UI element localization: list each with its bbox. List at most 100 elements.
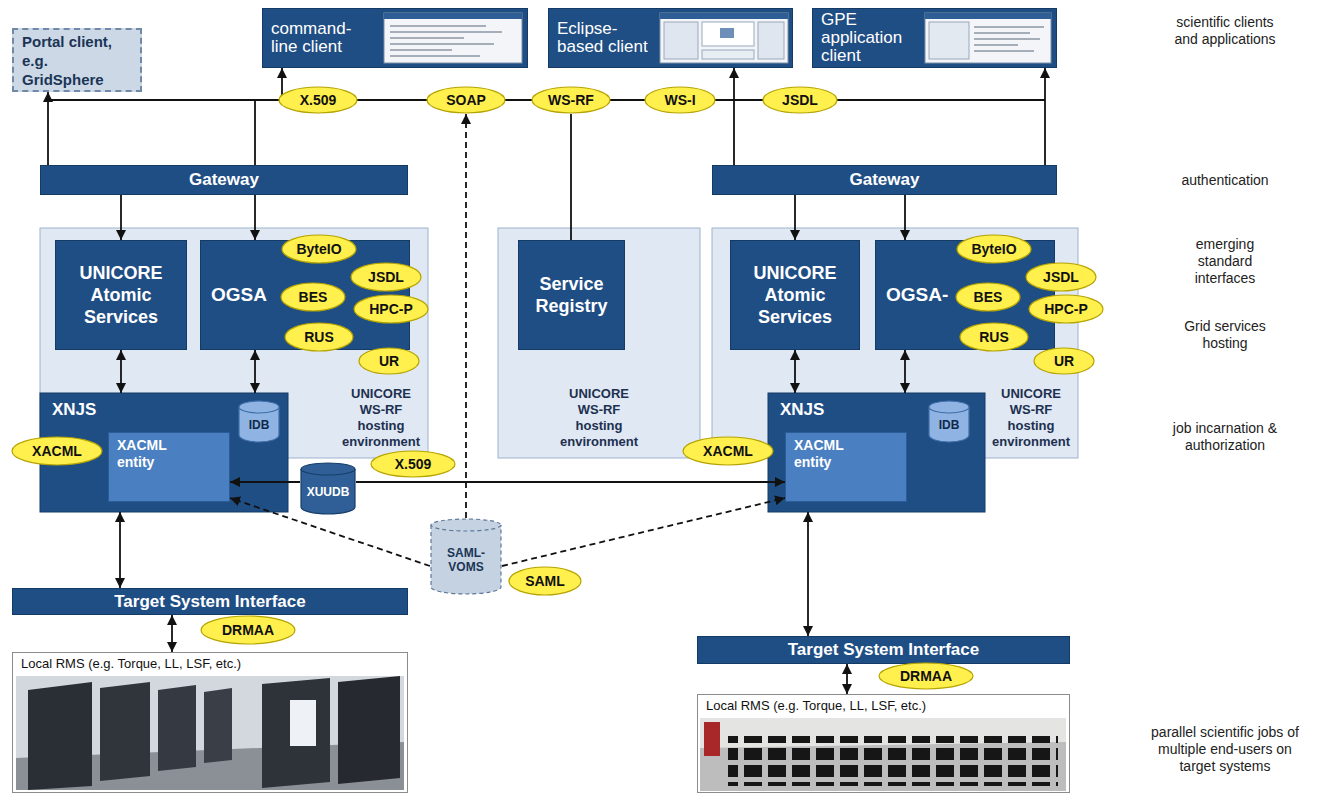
node-text: ByteIO: [971, 241, 1016, 257]
screenshot-titlebar: [384, 13, 522, 19]
connector-arrow: [807, 512, 809, 636]
standard-oval: SOAP: [426, 86, 506, 114]
layer-caption: Grid services hosting: [1175, 318, 1275, 352]
oval-shape: [1026, 263, 1096, 291]
node-text: UNICORE WS-RF hosting environment: [556, 386, 642, 450]
service-box: UNICORE Atomic Services: [730, 240, 860, 350]
rack: [338, 676, 400, 784]
node-text: BES: [299, 289, 328, 305]
layer-caption-box: scientific clients and applications: [1165, 14, 1285, 48]
node-text: OGSA-: [886, 284, 948, 306]
node-text: DRMAA: [900, 668, 952, 684]
node-text: Service Registry: [523, 273, 620, 317]
cylinder-top: [239, 401, 279, 413]
layer-caption-box: job incarnation & authorization: [1160, 420, 1290, 454]
connector-arrow: [570, 114, 572, 240]
node-text: HPC-P: [369, 301, 413, 317]
standard-oval: DRMAA: [878, 662, 974, 690]
oval-shape: [354, 295, 428, 323]
oval-shape: [285, 323, 353, 351]
interface-bar: Target System Interface: [697, 636, 1070, 664]
node-text: HPC-P: [1044, 301, 1088, 317]
node-text: SOAP: [446, 92, 486, 108]
standard-oval: UR: [358, 347, 420, 375]
layer-caption: job incarnation & authorization: [1160, 420, 1290, 454]
connector-arrow: [254, 350, 256, 393]
connector-arrow: [120, 195, 122, 240]
hosting-panel: UNICORE WS-RF hosting environment Service…: [498, 228, 700, 458]
node-text: X.509: [300, 92, 337, 108]
oval-shape: [201, 616, 295, 644]
node-text: JSDL: [1043, 269, 1079, 285]
node-text: IDB: [249, 418, 270, 432]
standard-oval: BES: [955, 282, 1021, 312]
standard-oval: JSDL: [350, 262, 422, 292]
layer-caption: parallel scientific jobs of multiple end…: [1140, 724, 1310, 775]
supercomputer-photo: [16, 676, 404, 790]
node-text: IDB: [939, 418, 960, 432]
oval-shape: [359, 348, 419, 374]
rack: [204, 688, 232, 763]
screenshot-pane: [664, 22, 698, 59]
standard-oval: UR: [1033, 347, 1095, 375]
oval-shape: [683, 437, 773, 465]
layer-caption-box: emerging standard interfaces: [1175, 236, 1275, 287]
connector-arrow: [904, 195, 906, 240]
standard-oval: ByteIO: [281, 234, 357, 264]
node-text: GPE application client: [821, 11, 916, 65]
standard-oval: WS-I: [644, 86, 716, 114]
command-line-screenshot: [384, 13, 522, 63]
node-text: XACML entity: [794, 437, 854, 471]
cylinder-body: [431, 525, 501, 594]
node-text: Gateway: [850, 170, 920, 190]
standard-oval: X.509: [370, 450, 456, 478]
rack: [262, 678, 330, 788]
cluster-photo: [700, 718, 1066, 791]
standard-oval: SAML: [508, 566, 582, 596]
hosting-panel: UNICORE WS-RF hosting environmentUNICORE…: [712, 228, 1078, 458]
portal-client-box: Portal client, e.g. GridSphere: [12, 28, 142, 92]
node-text: SAML: [525, 573, 565, 589]
rack-panel: [290, 700, 316, 746]
node-text: SAML-VOMS: [433, 546, 499, 574]
node-text: BES: [974, 289, 1003, 305]
eclipse-screenshot: [660, 13, 788, 63]
connector-arrow: [502, 498, 785, 566]
oval-shape: [281, 283, 345, 311]
screenshot-titlebar: [925, 13, 1051, 19]
cylinder-top: [301, 463, 355, 475]
hosting-panel: UNICORE WS-RF hosting environmentUNICORE…: [40, 228, 428, 458]
database-cylinder: IDB: [928, 400, 970, 442]
cylinder-top: [929, 401, 969, 413]
node-text: XACML: [32, 443, 82, 459]
connector-arrow: [846, 664, 848, 694]
database-cylinder: SAML-VOMS: [430, 518, 502, 594]
ogsa-box: OGSA-ByteIOJSDLBESHPC-PRUSUR: [875, 240, 1055, 350]
cylinder-top: [431, 519, 501, 531]
standard-oval: ByteIO: [956, 234, 1032, 264]
screenshot-pane: [758, 22, 784, 59]
oval-shape: [509, 567, 581, 595]
standard-oval: XACML: [11, 436, 103, 466]
interface-bar: Gateway: [40, 165, 408, 195]
photo-background: [16, 676, 404, 790]
connector-arrow: [904, 350, 906, 393]
node-text: WS-I: [664, 92, 695, 108]
node-text: UR: [379, 353, 399, 369]
node-text: UNICORE WS-RF hosting environment: [338, 386, 424, 450]
node-text: RUS: [979, 329, 1009, 345]
screenshot-pane: [702, 50, 754, 59]
standard-oval: RUS: [959, 322, 1029, 352]
standard-oval: JSDL: [1025, 262, 1097, 292]
standard-oval: RUS: [284, 322, 354, 352]
node-text: DRMAA: [222, 622, 274, 638]
screenshot-window: [660, 13, 788, 63]
oval-shape: [956, 283, 1020, 311]
interface-bar: Target System Interface: [12, 588, 408, 615]
connector-arrow: [733, 68, 735, 165]
oval-shape: [427, 87, 505, 113]
node-text: XUUDB: [307, 485, 350, 499]
connector-arrow: [465, 114, 467, 518]
node-text: WS-RF: [548, 92, 594, 108]
